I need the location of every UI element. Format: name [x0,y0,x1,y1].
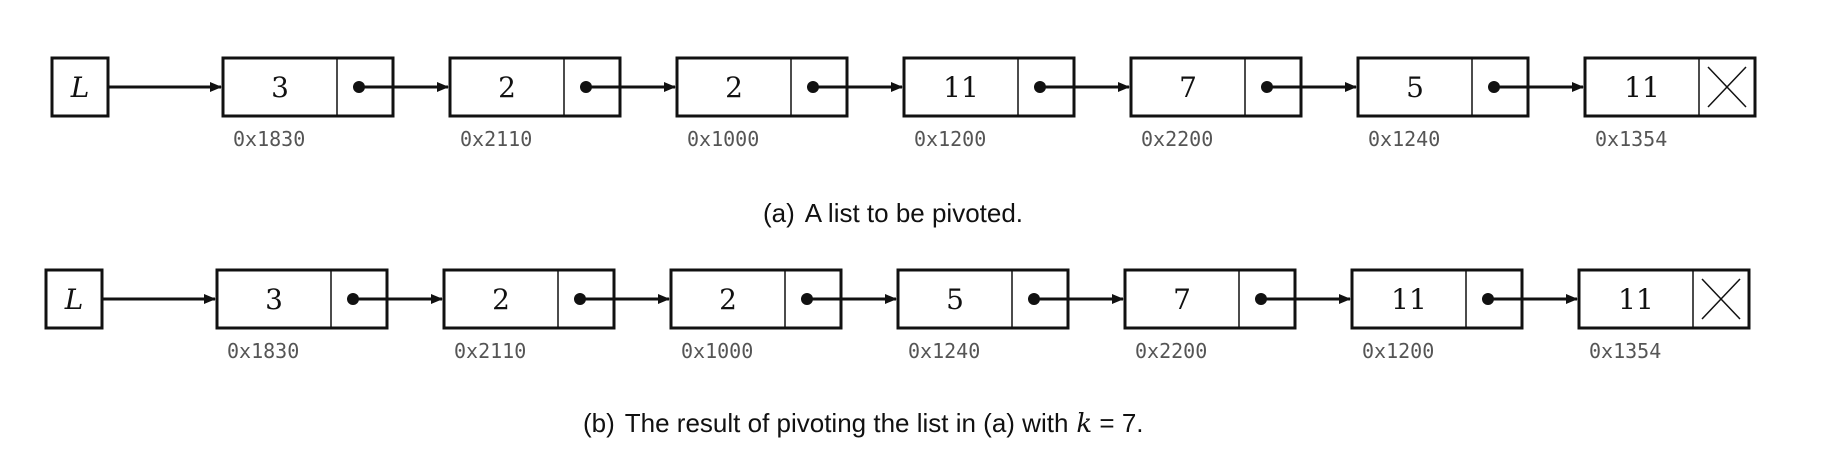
node-box [902,56,1076,118]
head-label: L [64,283,84,316]
node-address: 0x1200 [914,127,986,151]
node-value: 2 [725,71,743,104]
null-pointer-icon [1701,278,1741,320]
node-address: 0x2200 [1135,339,1207,363]
list-node: 7 0x2200 [1123,268,1351,363]
node-address: 0x1240 [1368,127,1440,151]
node-value: 3 [265,283,283,316]
node-value: 11 [1618,283,1654,316]
list-node: 5 0x1240 [896,268,1124,363]
node-address: 0x2110 [454,339,526,363]
node-value: 7 [1173,283,1191,316]
list-node: 2 0x1000 [669,268,897,363]
node-value: 2 [492,283,510,316]
node-address: 0x1240 [908,339,980,363]
node-address: 0x1354 [1589,339,1661,363]
node-address: 0x2110 [460,127,532,151]
caption-text: A list to be pivoted. [805,198,1023,228]
node-address: 0x1200 [1362,339,1434,363]
caption-text: The result of pivoting the list in (a) w… [625,408,1069,438]
node-address: 0x1830 [233,127,305,151]
node-address: 0x1354 [1595,127,1667,151]
list-node: 3 0x1830 [215,268,443,363]
list-node: 2 0x2110 [448,56,676,151]
list-node: 11 0x1354 [1577,268,1751,363]
node-box [1583,56,1757,118]
diagram-caption: (b) The result of pivoting the list in (a… [583,408,1144,439]
node-address: 0x1830 [227,339,299,363]
list-diagram-b: L 3 0x1830 2 0x2110 2 0x1000 5 0x1240 7 0x2200 11 0x… [44,268,1751,439]
list-node: 5 0x1240 [1356,56,1584,151]
diagrams-root: L 3 0x1830 2 0x2110 2 0x1000 11 0x1200 7 0x2200 5 0x… [44,56,1757,439]
node-value: 11 [943,71,979,104]
caption-label: (b) [583,408,615,438]
node-value: 7 [1179,71,1197,104]
list-node: 2 0x1000 [675,56,903,151]
list-node: 11 0x1200 [1350,268,1578,363]
caption-label: (a) [763,198,795,228]
node-value: 5 [946,283,964,316]
list-diagram-a: L 3 0x1830 2 0x2110 2 0x1000 11 0x1200 7 0x2200 5 0x… [50,56,1757,228]
head-box [50,56,110,118]
node-value: 3 [271,71,289,104]
node-value: 2 [719,283,737,316]
list-node: 11 0x1354 [1583,56,1757,151]
node-value: 5 [1406,71,1424,104]
diagram-caption: (a) A list to be pivoted. [763,198,1023,228]
list-node: 3 0x1830 [221,56,449,151]
node-box [1577,268,1751,330]
caption-equation: = 7. [1092,408,1143,438]
head-label: L [70,71,90,104]
null-pointer-icon [1707,66,1747,108]
list-node: 2 0x2110 [442,268,670,363]
caption-variable: k [1076,409,1092,439]
node-address: 0x1000 [681,339,753,363]
node-value: 11 [1391,283,1427,316]
node-value: 11 [1624,71,1660,104]
node-address: 0x1000 [687,127,759,151]
node-address: 0x2200 [1141,127,1213,151]
list-node: 11 0x1200 [902,56,1130,151]
node-value: 2 [498,71,516,104]
list-node: 7 0x2200 [1129,56,1357,151]
